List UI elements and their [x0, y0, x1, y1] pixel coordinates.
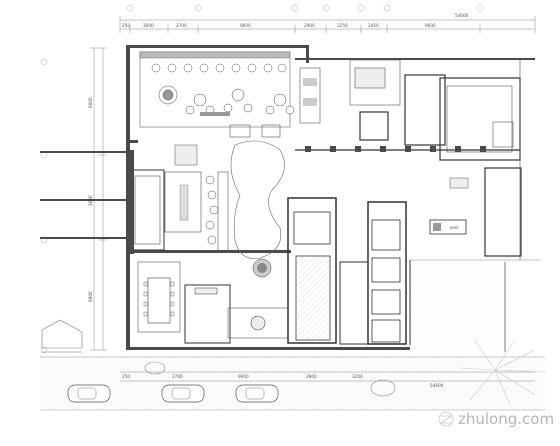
sunburst-decoration — [459, 339, 546, 406]
service-core-left — [128, 150, 165, 254]
top-total-dimension: 54600 — [455, 13, 469, 18]
dim-segment: 2700 — [176, 23, 187, 28]
restaurant-room — [139, 51, 321, 128]
round-dining-table — [158, 85, 295, 115]
street-area — [40, 339, 546, 411]
host-desk — [429, 219, 467, 235]
top-dimension-line: 54600 250 3000 2700 9600 2900 3250 2450 … — [119, 4, 536, 33]
left-dim-segment: 6000 — [88, 97, 93, 108]
right-lower-area — [410, 60, 521, 352]
lounge-area — [164, 124, 285, 278]
exterior-beams — [40, 151, 126, 239]
dim-segment: 9600 — [240, 23, 251, 28]
watermark: zhulong.com — [438, 410, 554, 428]
dim-segment: 250 — [122, 23, 130, 28]
parked-car — [235, 384, 279, 403]
watermark-logo-icon — [438, 411, 454, 427]
top-right-rooms — [295, 59, 521, 161]
core-hatching — [296, 256, 330, 340]
feature-platform — [230, 140, 285, 259]
column-row — [305, 146, 486, 152]
meeting-room — [137, 261, 289, 344]
planter — [144, 361, 166, 375]
counter — [200, 112, 230, 116]
host-label: HOST — [450, 226, 459, 230]
parked-car — [161, 384, 205, 403]
entry-canopy — [41, 319, 83, 353]
dim-segment: 2900 — [304, 23, 315, 28]
parked-car — [67, 384, 111, 403]
dim-segment: 9600 — [425, 23, 436, 28]
left-dim-segment: 6000 — [88, 291, 93, 302]
bar-counter — [299, 67, 321, 124]
dining-table-row — [151, 63, 287, 73]
planter — [370, 379, 396, 397]
dim-segment: 2450 — [368, 23, 379, 28]
watermark-text: zhulong.com — [458, 410, 554, 428]
dim-segment: 3250 — [337, 23, 348, 28]
dim-segment: 3000 — [143, 23, 154, 28]
